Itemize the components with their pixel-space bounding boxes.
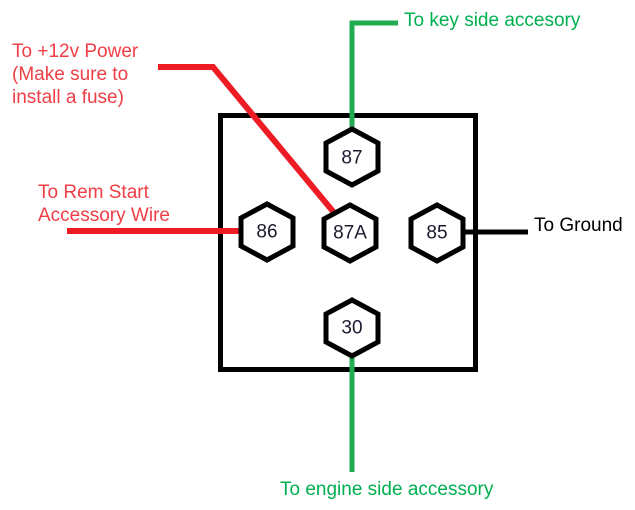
pin-87A-label: 87A [333, 222, 367, 244]
pin-87-label: 87 [341, 147, 363, 169]
pin-30-hex [323, 297, 381, 359]
pin-85-hex [408, 202, 466, 264]
label-engine-side-accessory: To engine side accessory [280, 479, 494, 500]
label-key-side-accessory: To key side accesory [404, 10, 581, 31]
label-ground: To Ground [534, 215, 623, 236]
pin-30-label: 30 [341, 317, 363, 339]
pin-86-label: 86 [256, 221, 278, 243]
relay-box [218, 113, 478, 372]
pin-87A-hex [321, 202, 379, 264]
pin-85-label: 85 [426, 222, 448, 244]
label-rem-start-accessory: To Rem Start Accessory Wire [38, 182, 170, 226]
key-side-wire [349, 20, 398, 135]
label-12v-power: To +12v Power (Make sure to install a fu… [12, 41, 139, 108]
power-wire [158, 64, 344, 223]
pin-86-hex [238, 201, 296, 263]
pin-87-hex [323, 126, 381, 188]
